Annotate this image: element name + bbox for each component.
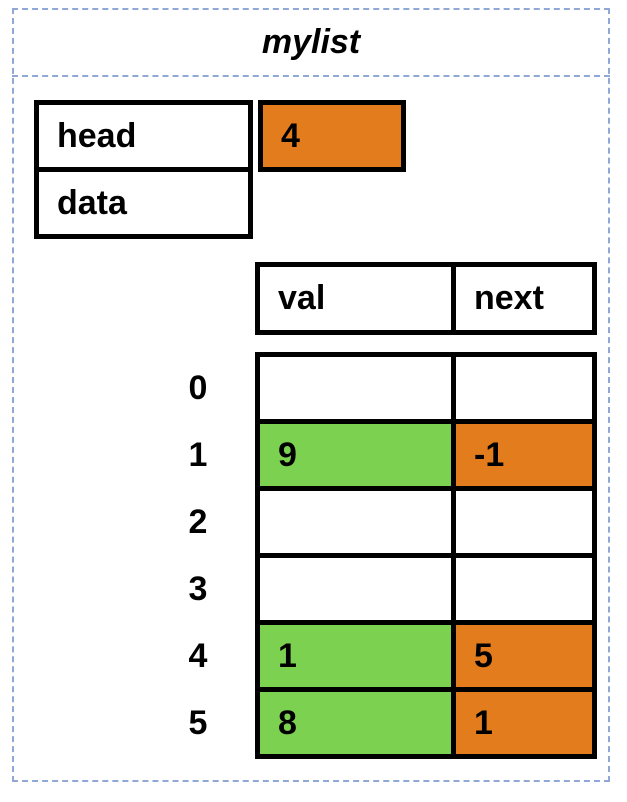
row-index-4: 4 [188, 637, 208, 675]
row-index-3: 3 [188, 570, 208, 608]
data-field: data [34, 167, 253, 239]
row-index-5: 5 [188, 704, 208, 742]
val-cell-5: 8 [255, 687, 458, 759]
head-value-box: 4 [258, 100, 406, 172]
next-cell-3 [451, 553, 597, 625]
val-cell-1: 9 [255, 419, 458, 491]
next-text: 1 [474, 703, 493, 742]
column-header-next-label: next [474, 279, 544, 317]
column-header-val: val [255, 262, 458, 335]
next-cell-4: 5 [451, 620, 597, 692]
head-value: 4 [281, 116, 300, 155]
head-field: head [34, 100, 253, 172]
data-label: data [57, 183, 127, 222]
column-header-next: next [451, 262, 597, 335]
mylist-frame [12, 8, 610, 782]
column-header-val-label: val [278, 279, 326, 317]
row-index-0: 0 [188, 369, 208, 407]
val-cell-4: 1 [255, 620, 458, 692]
frame-divider [12, 75, 610, 77]
row-index-1: 1 [188, 436, 208, 474]
diagram-title: mylist [261, 23, 361, 61]
next-cell-0 [451, 352, 597, 424]
next-text: -1 [474, 435, 505, 474]
val-text: 8 [278, 703, 297, 742]
next-cell-1: -1 [451, 419, 597, 491]
val-cell-0 [255, 352, 458, 424]
head-label: head [57, 116, 137, 155]
next-cell-2 [451, 486, 597, 558]
next-cell-5: 1 [451, 687, 597, 759]
next-text: 5 [474, 636, 493, 675]
row-index-2: 2 [188, 503, 208, 541]
val-cell-2 [255, 486, 458, 558]
val-text: 9 [278, 435, 297, 474]
val-cell-3 [255, 553, 458, 625]
val-text: 1 [278, 636, 297, 675]
